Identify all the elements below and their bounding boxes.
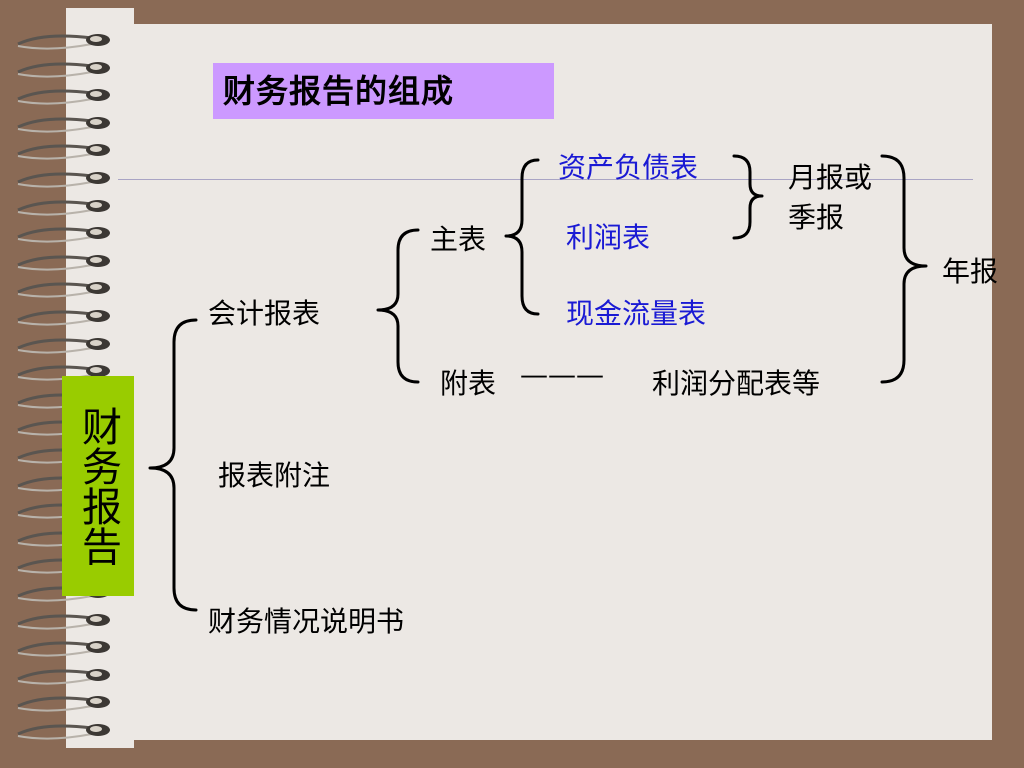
spiral-ring-icon — [14, 113, 114, 135]
dash-connector: ——— — [520, 358, 604, 391]
node-main-statements: 主表 — [430, 223, 487, 256]
node-income-statement: 利润表 — [566, 221, 651, 254]
spiral-ring-icon — [14, 637, 114, 659]
spiral-ring-icon — [14, 58, 114, 80]
brace-annual — [880, 154, 928, 384]
spiral-ring-icon — [14, 720, 114, 742]
spiral-ring-icon — [14, 223, 114, 245]
spiral-ring-icon — [14, 334, 114, 356]
spiral-ring-icon — [14, 168, 114, 190]
label-monthly-line2: 季报 — [788, 201, 845, 234]
spiral-ring-icon — [14, 610, 114, 632]
node-balance-sheet: 资产负债表 — [558, 151, 699, 184]
ruled-line — [118, 179, 973, 180]
spiral-ring-icon — [14, 692, 114, 714]
root-node: 财务报告 — [62, 376, 134, 596]
spiral-ring-icon — [14, 30, 114, 52]
spiral-ring-icon — [14, 278, 114, 300]
brace-accounting — [376, 228, 420, 384]
spiral-ring-icon — [14, 85, 114, 107]
node-supplementary: 附表 — [440, 367, 497, 400]
spiral-ring-icon — [14, 140, 114, 162]
label-annual: 年报 — [942, 255, 999, 288]
node-statement-notes: 报表附注 — [218, 459, 331, 492]
label-monthly-line1: 月报或 — [788, 161, 873, 194]
brace-main — [504, 158, 540, 316]
spiral-ring-icon — [14, 306, 114, 328]
brace-monthly — [732, 154, 764, 240]
node-profit-distribution: 利润分配表等 — [652, 367, 821, 400]
spiral-ring-icon — [14, 665, 114, 687]
slide-paper — [66, 24, 992, 740]
spiral-ring-icon — [14, 196, 114, 218]
root-node-label: 财务报告 — [75, 406, 121, 566]
node-financial-explanation: 财务情况说明书 — [208, 605, 405, 638]
spiral-ring-icon — [14, 251, 114, 273]
node-cash-flow: 现金流量表 — [566, 297, 707, 330]
slide-title: 财务报告的组成 — [213, 63, 554, 119]
node-accounting-statements: 会计报表 — [208, 297, 321, 330]
brace-root — [148, 318, 198, 612]
